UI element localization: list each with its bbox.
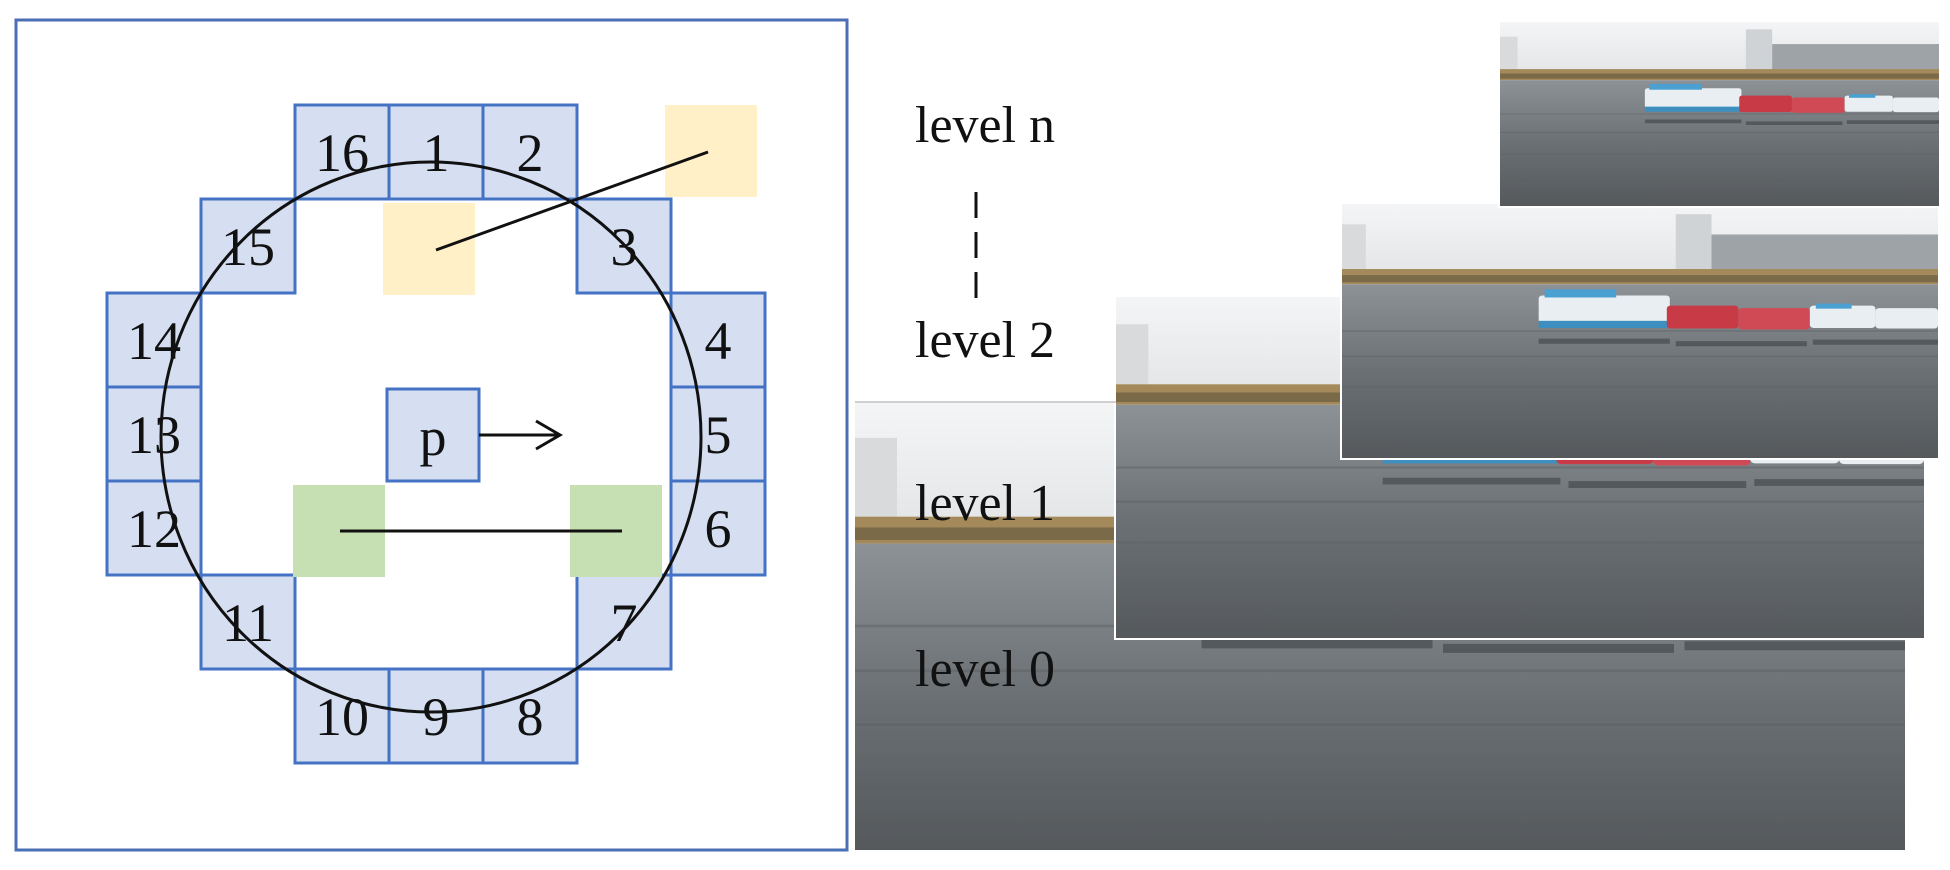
level-n-label: level n xyxy=(915,97,1055,154)
ring-pixel-13 xyxy=(105,385,203,483)
ring-pixel-15 xyxy=(199,197,297,295)
ring-pixel-label-12: 12 xyxy=(127,499,181,559)
sample-pixel-yellow-outer xyxy=(665,105,757,197)
level-1-label: level 1 xyxy=(915,475,1055,532)
ring-pixel-label-8: 8 xyxy=(517,687,544,747)
pixel-ring xyxy=(105,103,767,765)
center-pixel-label: p xyxy=(420,407,447,467)
ring-pixel-4 xyxy=(669,291,767,389)
bresenham-circle xyxy=(159,160,703,714)
ring-pixel-label-11: 11 xyxy=(222,593,274,653)
ring-pixel-label-9: 9 xyxy=(423,687,450,747)
ring-pixel-label-1: 1 xyxy=(423,123,450,183)
arrow-right-icon xyxy=(479,419,563,451)
level-2-label: level 2 xyxy=(915,312,1055,369)
ring-pixel-1 xyxy=(387,103,485,201)
ring-pixel-label-14: 14 xyxy=(127,311,181,371)
sample-pixel-yellow-inner xyxy=(383,203,475,295)
pyramid-level-2-image xyxy=(1340,202,1940,460)
center-pixel xyxy=(385,387,481,483)
ring-pixel-label-16: 16 xyxy=(315,123,369,183)
ring-pixel-11 xyxy=(199,573,297,671)
ring-pixel-label-15: 15 xyxy=(221,217,275,277)
ring-pixel-label-10: 10 xyxy=(315,687,369,747)
ring-pixel-label-4: 4 xyxy=(705,311,732,371)
ring-pixel-label-2: 2 xyxy=(517,123,544,183)
ring-pixel-9 xyxy=(387,667,485,765)
pyramid-level-n-image xyxy=(1498,20,1941,208)
level-0-label: level 0 xyxy=(915,641,1055,698)
ring-pixel-2 xyxy=(481,103,579,201)
ring-pixel-label-6: 6 xyxy=(705,499,732,559)
ring-pixel-label-5: 5 xyxy=(705,405,732,465)
ring-pixel-label-13: 13 xyxy=(127,405,181,465)
ring-pixel-16 xyxy=(293,103,391,201)
ring-pixel-label-3: 3 xyxy=(611,217,638,277)
ring-pixel-label-7: 7 xyxy=(611,593,638,653)
ring-pixel-14 xyxy=(105,291,203,389)
